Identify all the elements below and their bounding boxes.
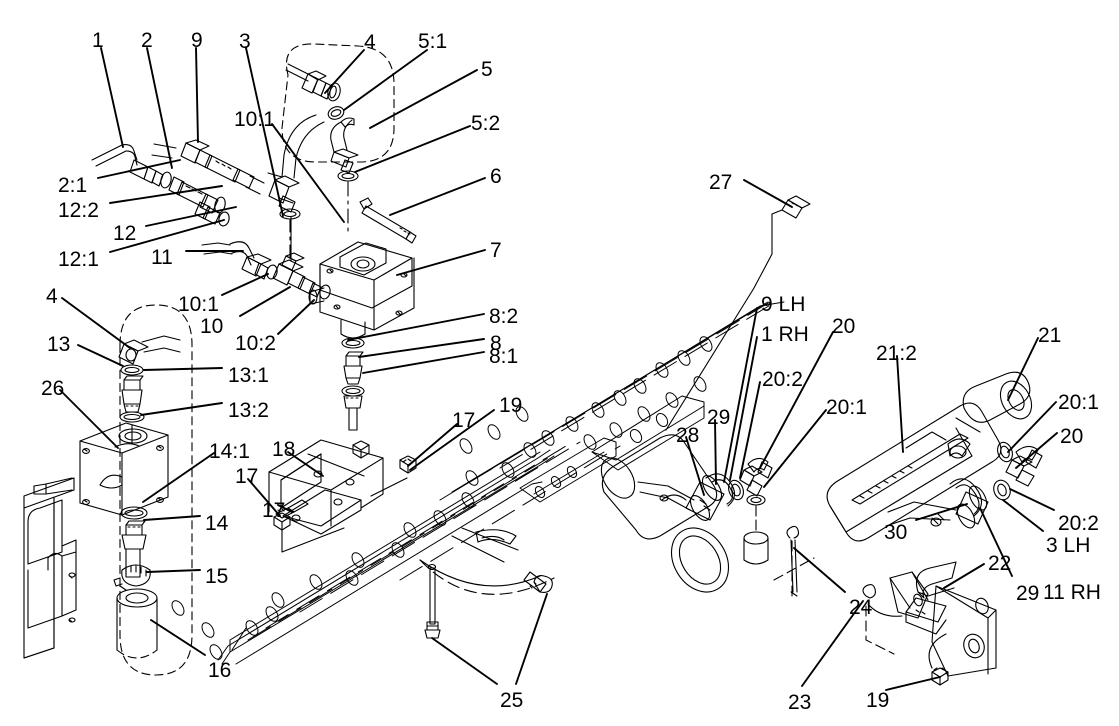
- group-item25: [419, 527, 555, 639]
- callout-14-1: 14:1: [209, 440, 250, 463]
- callout-9: 9: [191, 29, 203, 52]
- callout-6: 6: [490, 165, 502, 188]
- group-item27: [665, 195, 811, 431]
- callout-4-top: 4: [364, 31, 376, 54]
- callout-13-2: 13:2: [228, 399, 269, 422]
- group-top-hose-loop: [267, 43, 395, 259]
- callout-25: 25: [500, 689, 524, 712]
- callout-5-2: 5:2: [471, 112, 501, 135]
- callout-2: 2: [141, 29, 153, 52]
- callout-29-a: 29: [707, 406, 731, 429]
- callout-19-a: 19: [499, 394, 523, 417]
- callout-12-2: 12:2: [58, 199, 99, 222]
- callout-20-right: 20: [1060, 425, 1084, 448]
- callout-20-1-right: 20:1: [1058, 391, 1099, 414]
- callout-10: 10: [200, 315, 224, 338]
- callout-19-b: 19: [866, 689, 890, 712]
- callout-20-2-center: 20:2: [762, 368, 803, 391]
- callout-21-2: 21:2: [876, 342, 917, 365]
- callout-13-1: 13:1: [228, 364, 269, 387]
- group-axle-tube: [600, 434, 815, 597]
- callout-8-2: 8:2: [489, 305, 519, 328]
- callout-30: 30: [884, 521, 908, 544]
- group-bracket-18: [268, 439, 417, 553]
- callout-5: 5: [481, 58, 493, 81]
- callout-26: 26: [41, 377, 65, 400]
- group-left-hose-fittings: [91, 139, 331, 300]
- callout-8: 8: [490, 332, 502, 355]
- callout-17-c: 17: [452, 409, 476, 432]
- callout-29-b: 29: [1016, 582, 1040, 605]
- callout-10-1-upper: 10:1: [234, 108, 275, 131]
- callout-18: 18: [272, 438, 296, 461]
- callout-3: 3: [239, 30, 251, 53]
- callout-9-lh: 9 LH: [761, 293, 806, 316]
- callout-12: 12: [113, 222, 137, 245]
- callout-23: 23: [788, 691, 812, 714]
- group-pump-assembly: [23, 304, 193, 676]
- callout-2-1: 2:1: [58, 174, 88, 197]
- callout-1: 1: [92, 29, 104, 52]
- callout-22: 22: [988, 552, 1012, 575]
- callout-28: 28: [676, 424, 700, 447]
- callout-14: 14: [205, 512, 229, 535]
- callout-4-left: 4: [46, 285, 58, 308]
- group-valve-block: [308, 197, 417, 431]
- callout-11-rh: 11 RH: [1043, 581, 1101, 604]
- callout-17-a: 17: [235, 465, 259, 488]
- leader-lines: [59, 47, 1058, 691]
- callout-21: 21: [1038, 324, 1062, 347]
- callout-27: 27: [709, 171, 733, 194]
- callout-11: 11: [151, 246, 173, 269]
- group-frame-rails: [171, 301, 785, 665]
- callout-10-2: 10:2: [235, 332, 276, 355]
- callout-15: 15: [205, 565, 229, 588]
- group-lower-bracket: [862, 561, 997, 686]
- callout-20-center: 20: [832, 315, 856, 338]
- callout-20-2-right: 20:2: [1058, 512, 1099, 535]
- group-right-cylinder: [826, 371, 1043, 542]
- callout-17-b: 17: [262, 499, 286, 522]
- callout-1-rh: 1 RH: [761, 323, 809, 346]
- callout-10-1-lower: 10:1: [178, 293, 219, 316]
- callout-3-lh: 3 LH: [1046, 534, 1091, 557]
- callout-7: 7: [490, 239, 502, 262]
- callout-16: 16: [208, 659, 232, 682]
- callout-5-1: 5:1: [418, 30, 448, 53]
- callout-12-1: 12:1: [58, 248, 99, 271]
- callout-20-1-center: 20:1: [826, 396, 867, 419]
- callout-13: 13: [47, 333, 71, 356]
- callout-24: 24: [849, 596, 873, 619]
- callout-8-1: 8:1: [489, 345, 519, 368]
